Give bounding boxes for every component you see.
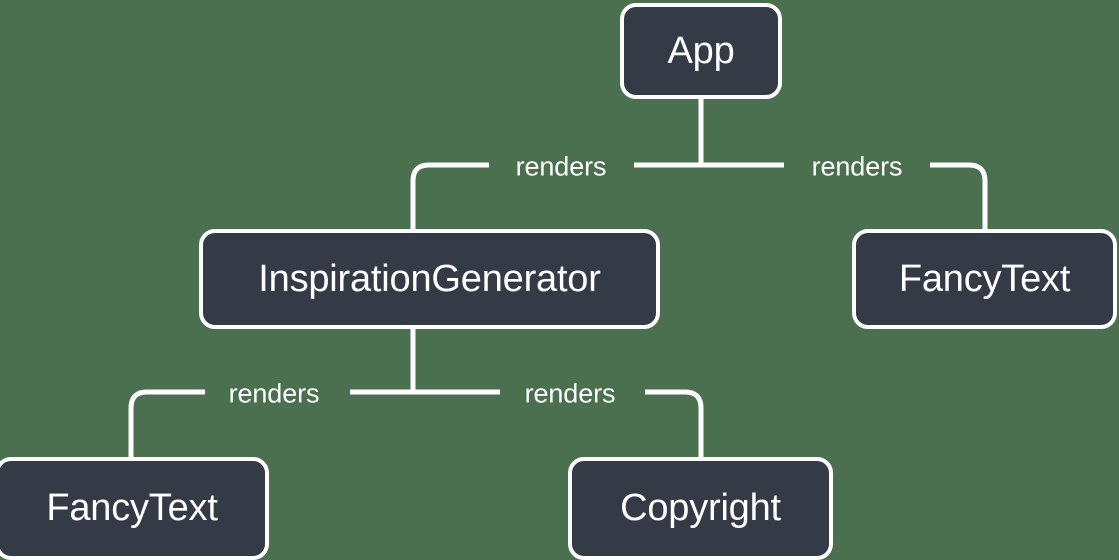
node-fancytext-left-label: FancyText <box>46 487 218 529</box>
node-fancytext-left[interactable]: FancyText <box>0 457 269 560</box>
node-copyright[interactable]: Copyright <box>568 457 833 560</box>
node-fancytext-right-label: FancyText <box>898 257 1071 300</box>
node-copyright-label: Copyright <box>620 487 781 529</box>
edge-inspiration-to-fancytext-left <box>128 389 413 457</box>
node-fancytext-right[interactable]: FancyText <box>852 229 1117 329</box>
node-inspiration-generator[interactable]: InspirationGenerator <box>199 229 660 329</box>
edge-label-app-to-inspiration: renders <box>515 151 607 182</box>
label-mask-2 <box>784 150 930 182</box>
edge-app-to-inspiration <box>410 162 701 229</box>
edge-label-app-to-fancytext-right: renders <box>811 151 903 182</box>
node-inspiration-generator-label: InspirationGenerator <box>258 257 601 300</box>
edge-app-to-fancytext-right <box>701 162 988 229</box>
label-mask-1 <box>489 150 634 182</box>
node-app[interactable]: App <box>620 3 782 99</box>
edge-label-inspiration-to-copyright: renders <box>524 378 616 409</box>
label-mask-4 <box>500 377 645 409</box>
label-mask-3 <box>205 377 350 409</box>
edge-label-inspiration-to-fancytext-left: renders <box>228 378 320 409</box>
node-app-label: App <box>667 29 735 72</box>
edge-inspiration-to-copyright <box>413 389 704 457</box>
